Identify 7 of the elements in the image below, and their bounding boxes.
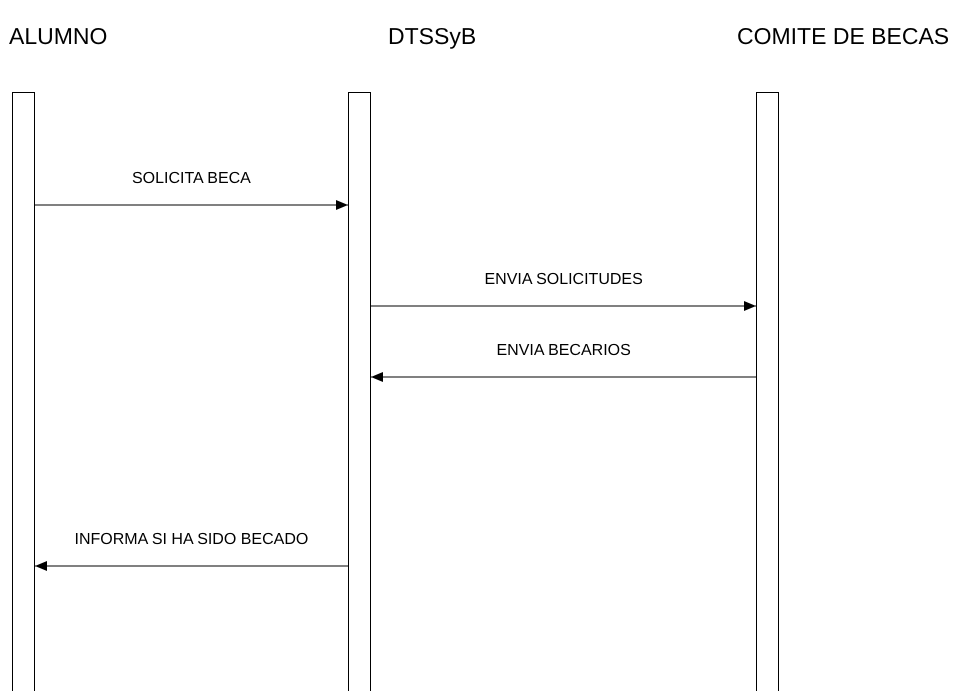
message-arrow xyxy=(370,372,756,382)
participant-name: DTSSyB xyxy=(388,23,476,50)
participant-name: ALUMNO xyxy=(9,23,108,50)
message-arrow xyxy=(370,301,756,311)
message-arrow xyxy=(34,200,348,210)
participant-name: COMITE DE BECAS xyxy=(737,23,950,50)
message-arrow xyxy=(34,561,348,571)
